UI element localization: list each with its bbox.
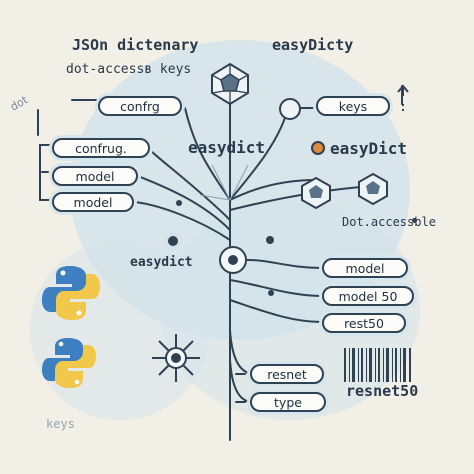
pill-config: confrug. <box>52 138 150 158</box>
pill-confrg: confrg <box>98 96 182 116</box>
pill-model-1: model <box>52 166 138 186</box>
dodecahedron-icon <box>301 176 331 210</box>
pill-resnet: resnet <box>250 364 324 384</box>
dodecahedron-icon <box>211 62 249 106</box>
pill-model-2: model <box>52 192 134 212</box>
label-easydict-lower: easydict <box>130 255 193 270</box>
pill-model50: model 50 <box>322 286 414 306</box>
orange-node-dot <box>313 143 323 153</box>
python-logo-icon <box>42 338 96 388</box>
pill-model-right: model <box>322 258 408 278</box>
network-hub-icon <box>152 334 200 382</box>
label-dot-accessible: Dot.accessble <box>342 215 436 229</box>
heading-dot-access-keys: dot-accessʙ keys <box>66 62 192 77</box>
bracket-mark-icon <box>397 84 409 114</box>
heading-json-dictionary: JSOn dictenary <box>72 36 199 54</box>
node-dot <box>266 236 274 244</box>
python-logo-icon <box>42 266 100 320</box>
label-easydict-center: easydict <box>188 138 266 157</box>
label-easydict-right: easyDict <box>330 139 408 158</box>
node-circle <box>279 98 301 120</box>
heading-easydicty: easyDicty <box>272 36 354 54</box>
node-dot <box>268 290 274 296</box>
label-keys-lower: keys <box>46 417 75 431</box>
node-dot <box>176 200 182 206</box>
pill-rest50: rest50 <box>322 313 406 333</box>
pill-keys: keys <box>316 96 390 116</box>
barcode-icon <box>344 348 411 382</box>
node-dot <box>168 236 178 246</box>
label-resnet50-right: resnet50 <box>346 382 419 400</box>
pill-type: type <box>250 392 326 412</box>
hub-node-center <box>228 255 238 265</box>
node-dot <box>412 218 417 223</box>
dodecahedron-icon <box>358 172 388 206</box>
